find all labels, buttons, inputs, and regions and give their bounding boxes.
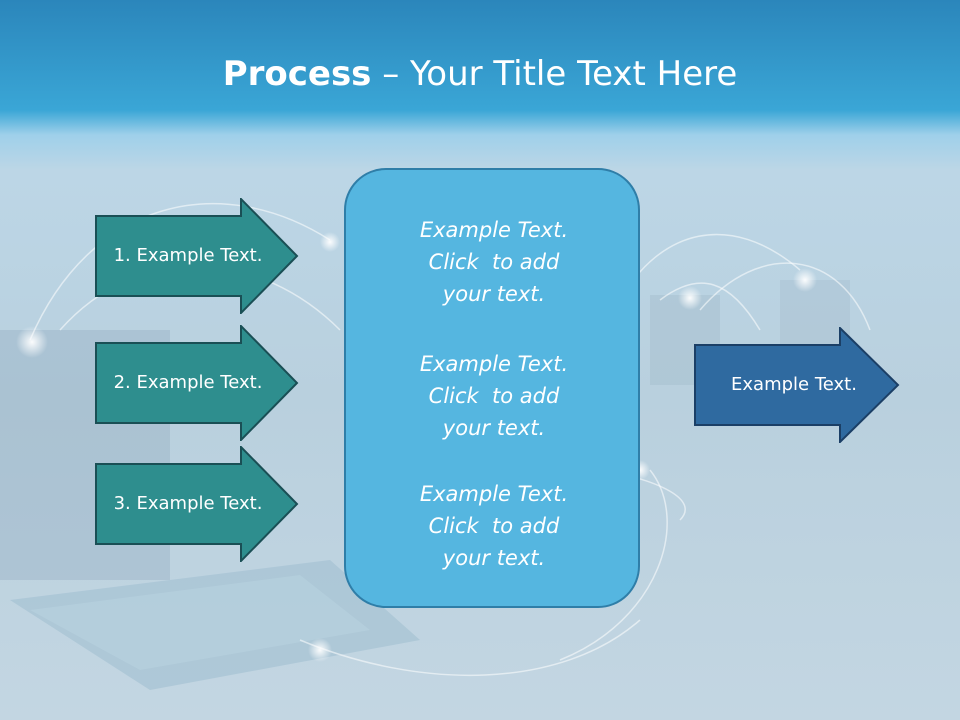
arrow-right-shape [694,327,900,443]
title-bold: Process [222,54,372,94]
input-arrow-3[interactable]: 3. Example Text. [95,446,299,562]
slide-title: Process – Your Title Text Here [0,52,960,96]
center-paragraph-1: Example Text. Click to add your text. [419,218,569,306]
center-process-box[interactable]: Example Text. Click to add your text. Ex… [344,168,640,608]
arrow-right-shape [95,325,299,441]
title-rest: – Your Title Text Here [371,54,738,94]
output-arrow-label: Example Text. [731,374,857,395]
output-arrow[interactable]: Example Text. [694,327,900,443]
input-arrow-1[interactable]: 1. Example Text. [95,198,299,314]
input-arrow-2[interactable]: 2. Example Text. [95,325,299,441]
input-arrow-label: 1. Example Text. [113,245,263,266]
center-paragraph-3: Example Text. Click to add your text. [419,482,569,570]
input-arrow-label: 3. Example Text. [113,493,263,514]
input-arrow-label: 2. Example Text. [113,372,263,393]
arrow-right-shape [95,198,299,314]
center-paragraph-2: Example Text. Click to add your text. [419,352,569,440]
arrow-right-shape [95,446,299,562]
